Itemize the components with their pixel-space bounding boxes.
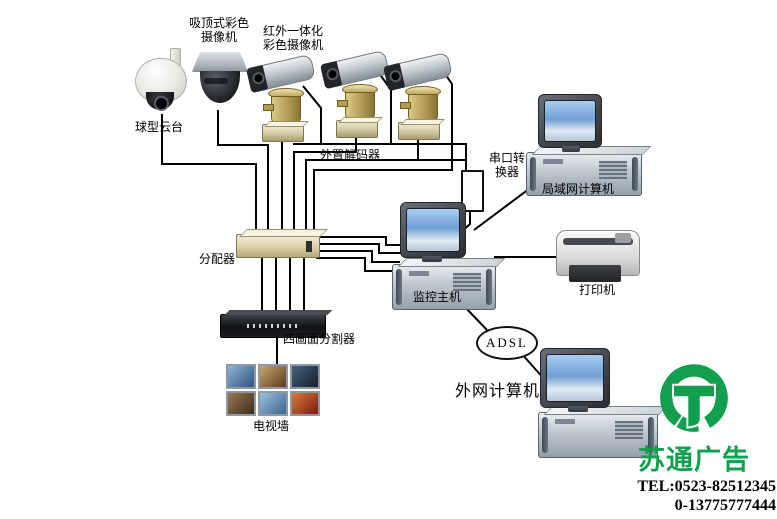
mount-body: [400, 94, 438, 121]
tv-wall-screen: [290, 364, 320, 389]
quad-splitter: [220, 314, 326, 338]
case-handle: [648, 417, 654, 453]
quad-splitter-label: 四画面分割器: [283, 332, 356, 346]
printer-label: 打印机: [579, 283, 616, 297]
case-handle: [530, 157, 536, 191]
ceiling-dome-camera: [192, 52, 248, 110]
adsl-label: ADSL: [486, 335, 528, 350]
tv-wall-screen: [258, 364, 288, 389]
external-decoder-3: [398, 122, 440, 140]
distributor-to-splitter-lines: [261, 258, 305, 364]
tv-wall-screen: [290, 391, 320, 416]
company-name: 苏通广告: [638, 445, 750, 476]
camera-lens: [246, 64, 269, 94]
printer-tray: [569, 265, 621, 282]
case-handle: [486, 269, 492, 305]
ir-bullet-camera-1: [246, 52, 324, 132]
camera-lens: [320, 60, 343, 90]
ir-camera-label: 红外一体化彩色摄像机: [263, 24, 324, 52]
printer-panel: [615, 233, 631, 243]
printer: [556, 230, 640, 282]
sutong-logo-icon: [660, 364, 728, 432]
case-handle: [396, 269, 402, 305]
camera-lens: [383, 62, 406, 92]
company-phone: 0-13775777444: [674, 497, 776, 514]
monitor-screen: [544, 100, 596, 142]
monitoring-host: [392, 202, 514, 310]
video-distributor: [236, 234, 320, 258]
dome-lens: [154, 96, 169, 111]
case-handle: [542, 417, 548, 453]
crt-monitor: [538, 94, 602, 148]
lan-computer-label: 局域网计算机: [542, 182, 615, 196]
crt-monitor: [540, 348, 610, 408]
monitor-stand: [562, 146, 580, 152]
tv-wall-screen: [226, 391, 256, 416]
monitor-stand: [422, 256, 442, 262]
ir-bullet-camera-2: [320, 48, 398, 128]
company-tel: TEL:0523-82512345: [637, 478, 776, 495]
external-network-computer: [534, 344, 660, 458]
mount-body: [263, 96, 301, 123]
external-decoder-2: [336, 120, 378, 138]
case-drive-bay: [555, 419, 575, 424]
tv-wall-screen: [226, 364, 256, 389]
monitoring-host-label: 监控主机: [413, 290, 462, 304]
dome-ptz-camera: [132, 48, 190, 114]
dome-ptz-label: 球型云台: [135, 120, 184, 134]
ceiling-camera-dome: [200, 71, 240, 103]
case-handle: [632, 157, 638, 191]
distributor-to-host-lines: [316, 236, 404, 272]
ceiling-camera-cap: [192, 52, 248, 72]
case-vents: [453, 273, 481, 291]
tv-wall-label: 电视墙: [253, 419, 290, 433]
external-computer-label: 外网计算机: [455, 381, 541, 400]
serial-converter-label: 串口转换器: [488, 151, 525, 179]
mount-body: [337, 92, 375, 119]
monitor-screen: [546, 354, 604, 402]
serial-port-converter: [461, 170, 484, 212]
monitor-stand: [568, 406, 588, 412]
tv-wall: [226, 364, 326, 420]
distributor-label: 分配器: [199, 252, 236, 266]
ceiling-camera-band: [204, 78, 228, 84]
monitor-screen: [406, 208, 460, 252]
case-drive-bay: [543, 159, 563, 164]
tv-wall-screen: [258, 391, 288, 416]
computer-case: [526, 152, 642, 196]
ceiling-camera-label: 吸顶式彩色摄像机: [188, 16, 249, 44]
case-drive-bay: [409, 271, 429, 276]
crt-monitor: [400, 202, 466, 258]
printer-slot: [563, 238, 633, 245]
lan-computer: [524, 90, 644, 196]
computer-case: [538, 412, 658, 458]
computer-case: [392, 264, 496, 310]
ir-bullet-camera-3: [383, 50, 461, 130]
decoder-label: 外置解码器: [320, 148, 381, 162]
case-vents: [599, 161, 627, 179]
pan-tilt-mount: [400, 86, 441, 126]
external-decoder-1: [262, 124, 304, 142]
case-vents: [615, 421, 643, 439]
camera-to-distributor-lines: [161, 61, 453, 238]
adsl-node: ADSL: [476, 326, 538, 360]
pan-tilt-mount: [337, 84, 378, 124]
company-branding: 苏通广告 TEL:0523-82512345 0-13775777444: [612, 360, 776, 516]
